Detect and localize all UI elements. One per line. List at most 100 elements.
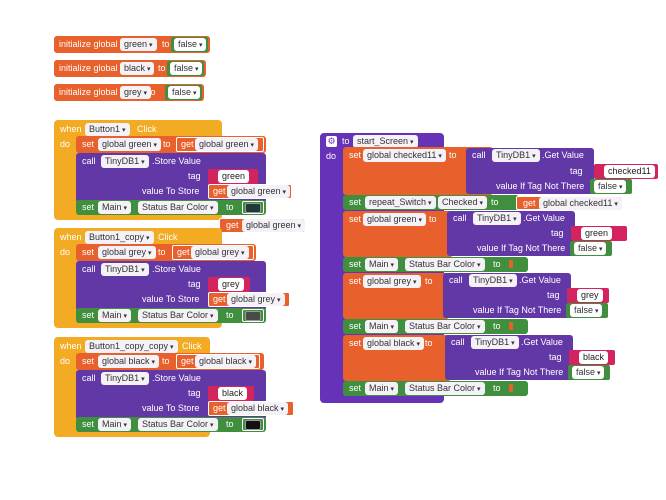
boolean-dropdown[interactable]: false xyxy=(572,366,605,379)
variable-dropdown[interactable]: global black xyxy=(227,402,288,415)
variable-dropdown[interactable]: global grey xyxy=(227,293,285,306)
get-variable-block[interactable]: get global black xyxy=(176,354,260,369)
text-value[interactable]: green xyxy=(218,170,250,183)
color-swatch[interactable] xyxy=(245,311,261,321)
variable-dropdown[interactable]: global grey xyxy=(363,275,421,288)
tinydb-get-value-block[interactable]: call TinyDB1 .Get Value tag value If Tag… xyxy=(443,273,571,318)
get-variable-block[interactable]: get global green xyxy=(176,137,264,152)
text-value[interactable]: grey xyxy=(218,278,244,291)
variable-dropdown[interactable]: global grey xyxy=(191,246,249,259)
get-variable-block[interactable]: get global checked11 xyxy=(516,196,622,210)
property-dropdown[interactable]: Status Bar Color xyxy=(405,320,485,333)
false-value-block[interactable]: false xyxy=(566,303,608,318)
text-value[interactable]: green xyxy=(581,227,613,240)
component-dropdown[interactable]: repeat_Switch xyxy=(365,196,436,209)
set-status-bar-color-block[interactable]: set Main Status Bar Color to xyxy=(343,319,528,334)
tinydb-store-value-block[interactable]: call TinyDB1 .Store Value tag black valu… xyxy=(76,370,294,420)
get-variable-block[interactable]: get global green xyxy=(208,184,292,199)
variable-dropdown[interactable]: global green xyxy=(242,219,306,232)
variable-dropdown[interactable]: global black xyxy=(195,355,256,368)
color-swatch[interactable] xyxy=(245,203,261,213)
component-dropdown[interactable]: Button1 xyxy=(85,123,130,136)
boolean-dropdown[interactable]: false xyxy=(594,180,627,193)
text-literal-block[interactable]: green xyxy=(208,169,258,184)
property-dropdown[interactable]: Status Bar Color xyxy=(405,382,485,395)
when-button1-copy-click-block[interactable]: when Button1_copy Click do set global gr… xyxy=(54,228,290,328)
variable-dropdown[interactable]: global green xyxy=(195,138,259,151)
color-swatch[interactable] xyxy=(245,420,261,430)
get-variable-block[interactable]: get global grey xyxy=(172,245,254,260)
when-button1-copy-copy-click-block[interactable]: when Button1_copy_copy Click do set glob… xyxy=(54,337,294,437)
gear-icon[interactable]: ⚙ xyxy=(326,136,337,147)
text-literal-block[interactable]: black xyxy=(208,386,254,401)
get-variable-block-stray[interactable]: get global green xyxy=(219,218,306,233)
screen-dropdown[interactable]: Main xyxy=(365,382,398,395)
tinydb-get-value-block[interactable]: call TinyDB1 .Get Value tag value If Tag… xyxy=(447,211,575,256)
get-variable-block[interactable]: get global grey xyxy=(208,292,290,307)
set-status-bar-color-block[interactable]: set Main Status Bar Color to xyxy=(343,381,528,396)
tinydb-get-value-block[interactable]: call TinyDB1 .Get Value tag value If Tag… xyxy=(466,148,594,194)
empty-input-plug[interactable] xyxy=(509,260,513,268)
screen-dropdown[interactable]: Main xyxy=(365,258,398,271)
false-value-block[interactable]: false xyxy=(171,37,208,52)
procedure-name-field[interactable]: start_Screen xyxy=(353,135,418,148)
text-literal-block[interactable]: grey xyxy=(208,277,250,292)
global-name-dropdown[interactable]: black xyxy=(120,62,155,75)
set-variable-block[interactable]: set global grey to xyxy=(343,273,449,319)
property-dropdown[interactable]: Status Bar Color xyxy=(405,258,485,271)
text-value[interactable]: black xyxy=(218,387,248,400)
set-status-bar-color-block[interactable]: set Main Status Bar Color to xyxy=(343,257,528,272)
property-dropdown[interactable]: Status Bar Color xyxy=(138,309,218,322)
screen-dropdown[interactable]: Main xyxy=(365,320,398,333)
global-name-dropdown[interactable]: green xyxy=(120,38,157,51)
text-value[interactable]: checked11 xyxy=(604,165,655,178)
variable-dropdown[interactable]: global checked11 xyxy=(363,149,446,162)
boolean-dropdown[interactable]: false xyxy=(574,242,607,255)
text-literal-block[interactable]: checked11 xyxy=(594,164,658,179)
variable-dropdown[interactable]: global black xyxy=(98,355,159,368)
screen-dropdown[interactable]: Main xyxy=(98,309,131,322)
init-global-green-block[interactable]: initialize global green to false xyxy=(54,36,210,53)
get-variable-block[interactable]: get global black xyxy=(208,401,294,416)
color-block[interactable] xyxy=(242,418,264,431)
tinydb-component-dropdown[interactable]: TinyDB1 xyxy=(101,155,149,168)
variable-dropdown[interactable]: global green xyxy=(227,185,291,198)
variable-dropdown[interactable]: global grey xyxy=(98,246,156,259)
set-variable-block[interactable]: set global grey to get global grey xyxy=(76,244,256,261)
text-value[interactable]: black xyxy=(579,351,609,364)
property-dropdown[interactable]: Checked xyxy=(438,196,487,209)
set-variable-block[interactable]: set global black to get global black xyxy=(76,353,264,370)
tinydb-store-value-block[interactable]: call TinyDB1 .Store Value tag green valu… xyxy=(76,153,292,203)
property-dropdown[interactable]: Status Bar Color xyxy=(138,418,218,431)
set-variable-block[interactable]: set global green to xyxy=(343,211,453,257)
set-status-bar-color-block[interactable]: set Main Status Bar Color to xyxy=(76,417,266,432)
component-dropdown[interactable]: Button1_copy xyxy=(85,231,154,244)
tinydb-component-dropdown[interactable]: TinyDB1 xyxy=(471,336,519,349)
empty-input-plug[interactable] xyxy=(509,322,513,330)
false-value-block[interactable]: false xyxy=(167,61,204,76)
tinydb-component-dropdown[interactable]: TinyDB1 xyxy=(492,149,540,162)
property-dropdown[interactable]: Status Bar Color xyxy=(138,201,218,214)
color-block[interactable] xyxy=(242,309,264,322)
false-value-block[interactable]: false xyxy=(568,365,610,380)
text-literal-block[interactable]: grey xyxy=(567,288,609,303)
tinydb-component-dropdown[interactable]: TinyDB1 xyxy=(101,263,149,276)
variable-dropdown[interactable]: global black xyxy=(363,337,424,350)
when-button1-click-block[interactable]: when Button1 Click do set global green t… xyxy=(54,120,292,220)
variable-dropdown[interactable]: global checked11 xyxy=(539,197,622,210)
boolean-dropdown[interactable]: false xyxy=(174,38,207,51)
false-value-block[interactable]: false xyxy=(165,85,202,100)
variable-dropdown[interactable]: global green xyxy=(98,138,162,151)
set-status-bar-color-block[interactable]: set Main Status Bar Color to xyxy=(76,308,266,323)
tinydb-store-value-block[interactable]: call TinyDB1 .Store Value tag grey value… xyxy=(76,261,290,311)
init-global-grey-block[interactable]: initialize global grey to false xyxy=(54,84,204,101)
set-variable-block[interactable]: set global green to get global green xyxy=(76,136,266,153)
component-dropdown[interactable]: Button1_copy_copy xyxy=(85,340,178,353)
false-value-block[interactable]: false xyxy=(570,241,612,256)
boolean-dropdown[interactable]: false xyxy=(170,62,203,75)
empty-input-plug[interactable] xyxy=(509,384,513,392)
screen-dropdown[interactable]: Main xyxy=(98,201,131,214)
screen-dropdown[interactable]: Main xyxy=(98,418,131,431)
set-switch-checked-block[interactable]: set repeat_Switch Checked to xyxy=(343,195,519,210)
text-literal-block[interactable]: green xyxy=(571,226,627,241)
